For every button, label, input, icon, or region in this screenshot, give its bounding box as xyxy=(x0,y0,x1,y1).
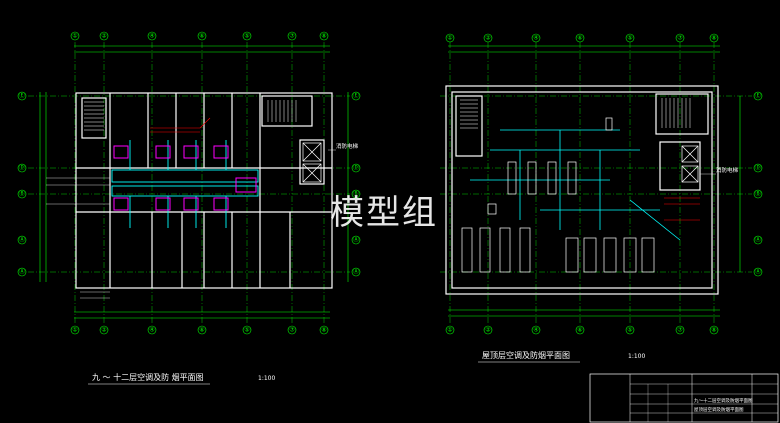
left-axis-labels: ① ② ④ ⑥ ⑤ ⑦ ⑧ ① ② ④ ⑥ ⑤ ⑦ ⑧ Ⓔ Ⓓ Ⓑ Ⓐ Ⓐ Ⓔ … xyxy=(19,33,359,334)
right-axis-top-2: ② xyxy=(485,35,491,42)
right-annotations xyxy=(664,197,700,221)
left-axis-left-4: Ⓐ xyxy=(19,236,25,244)
right-elevator-shafts xyxy=(681,145,699,183)
title-block: 九～十二层空调及防烟平面图 屋顶层空调及防烟平面图 xyxy=(589,373,779,423)
right-axis-labels: ① ② ④ ⑥ ⑤ ⑦ ⑧ ① ② ④ ⑥ ⑤ ⑦ ⑧ Ⓔ Ⓓ Ⓑ Ⓐ Ⓐ xyxy=(447,35,761,334)
right-axis-top-7: ⑧ xyxy=(711,35,716,42)
left-stair xyxy=(84,100,297,131)
left-axis-left-2: Ⓓ xyxy=(19,164,25,172)
left-axis-left-1: Ⓔ xyxy=(19,92,25,100)
left-annotations xyxy=(150,117,211,133)
left-axis-right-4: Ⓐ xyxy=(353,236,359,244)
right-fire-elevator-label: 消防电梯 xyxy=(716,166,739,174)
left-plan-title: 九 ～ 十二层空调及防 烟平面图 xyxy=(92,372,204,382)
right-axis-right-2: Ⓓ xyxy=(755,164,761,172)
right-axis-bottom-2: ② xyxy=(485,327,491,334)
right-plan: ① ② ④ ⑥ ⑤ ⑦ ⑧ ① ② ④ ⑥ ⑤ ⑦ ⑧ Ⓔ Ⓓ Ⓑ Ⓐ Ⓐ 消防… xyxy=(440,33,763,363)
left-axis-bottom-4: ⑥ xyxy=(199,327,204,334)
right-axis-bottom-3: ④ xyxy=(533,327,538,334)
right-axis-right-1: Ⓔ xyxy=(755,92,761,100)
left-axis-right-5: Ⓐ xyxy=(353,268,359,276)
right-dimension-lines xyxy=(448,45,741,317)
left-ducts xyxy=(111,140,259,228)
left-axis-left-3: Ⓑ xyxy=(19,190,25,198)
right-axis-bottom-1: ① xyxy=(447,327,452,334)
left-axis-right-3: Ⓑ xyxy=(353,190,359,198)
left-equipment xyxy=(113,145,257,211)
left-axis-top-3: ④ xyxy=(149,33,154,40)
right-axis-right-3: Ⓑ xyxy=(755,190,761,198)
right-axis-bottom-4: ⑥ xyxy=(577,327,582,334)
left-axis-top-7: ⑧ xyxy=(321,33,326,40)
right-plan-title: 屋顶层空调及防烟平面图 xyxy=(482,350,570,360)
left-axis-bottom-2: ② xyxy=(101,327,107,334)
right-stair xyxy=(460,98,691,129)
left-axis-top-6: ⑦ xyxy=(289,33,295,40)
right-walls xyxy=(445,85,719,295)
left-axis-bottom-7: ⑧ xyxy=(321,327,326,334)
title-block-drawing-name-2: 屋顶层空调及防烟平面图 xyxy=(694,406,744,413)
right-axis-bottom-6: ⑦ xyxy=(677,327,683,334)
right-axis-bubbles xyxy=(445,33,763,335)
left-axis-bottom-5: ⑤ xyxy=(244,327,249,334)
left-axis-bottom-6: ⑦ xyxy=(289,327,295,334)
right-ducts xyxy=(470,129,681,241)
right-plan-scale: 1:100 xyxy=(628,353,645,360)
right-axis-top-6: ⑦ xyxy=(677,35,683,42)
right-axis-grid xyxy=(440,42,752,325)
left-axis-bottom-3: ④ xyxy=(149,327,154,334)
left-axis-bottom-1: ① xyxy=(72,327,77,334)
watermark: 模型组 xyxy=(330,193,438,233)
right-axis-right-4: Ⓐ xyxy=(755,236,761,244)
right-equipment-units xyxy=(461,117,655,273)
left-walls xyxy=(75,92,333,289)
left-axis-top-5: ⑤ xyxy=(244,33,249,40)
left-leaders xyxy=(46,177,110,299)
left-axis-top-4: ⑥ xyxy=(199,33,204,40)
left-plan-scale: 1:100 xyxy=(258,375,275,382)
left-fire-elevator-label: 消防电梯 xyxy=(336,142,359,150)
right-axis-top-4: ⑥ xyxy=(577,35,582,42)
left-axis-left-5: Ⓐ xyxy=(19,268,25,276)
right-axis-right-5: Ⓐ xyxy=(755,268,761,276)
left-axis-right-1: Ⓔ xyxy=(353,92,359,100)
right-axis-top-5: ⑤ xyxy=(627,35,632,42)
left-elevator-shafts xyxy=(302,142,322,183)
left-axis-right-2: Ⓓ xyxy=(353,164,359,172)
left-axis-bubbles xyxy=(17,31,361,335)
left-axis-top-2: ② xyxy=(101,33,107,40)
left-plan: ① ② ④ ⑥ ⑤ ⑦ ⑧ ① ② ④ ⑥ ⑤ ⑦ ⑧ Ⓔ Ⓓ Ⓑ Ⓐ Ⓐ Ⓔ … xyxy=(17,31,361,385)
right-axis-bottom-7: ⑧ xyxy=(711,327,716,334)
right-axis-top-1: ① xyxy=(447,35,452,42)
left-axis-top-1: ① xyxy=(72,33,77,40)
title-block-drawing-name-1: 九～十二层空调及防烟平面图 xyxy=(694,397,753,404)
right-axis-bottom-5: ⑤ xyxy=(627,327,632,334)
right-axis-top-3: ④ xyxy=(533,35,538,42)
